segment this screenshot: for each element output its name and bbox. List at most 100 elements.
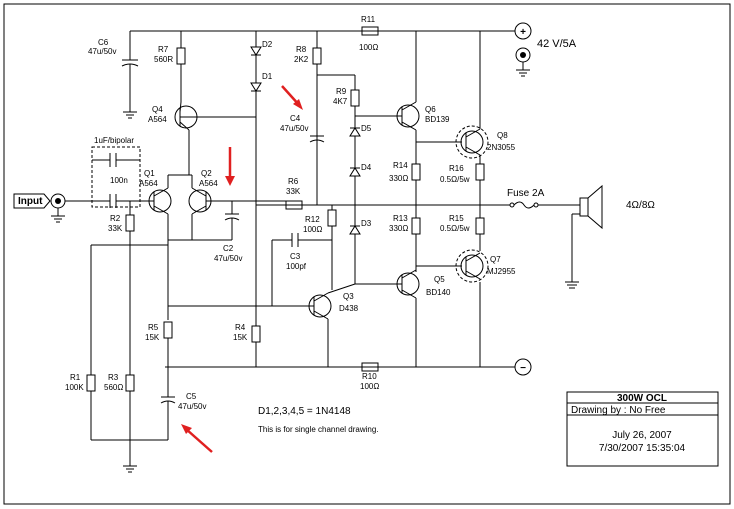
title-block-title: 300W OCL — [617, 393, 667, 404]
svg-text:R16: R16 — [449, 164, 464, 173]
svg-text:4K7: 4K7 — [333, 97, 348, 106]
positive-terminal: + 42 V/5A — [514, 22, 577, 77]
resistor-r6: R6 33K — [285, 177, 303, 210]
svg-text:R1: R1 — [70, 373, 81, 382]
diode-d3: D3 — [349, 219, 372, 284]
diode-d5: D5 — [349, 124, 372, 168]
svg-text:2K2: 2K2 — [294, 55, 309, 64]
svg-text:Q4: Q4 — [152, 105, 163, 114]
svg-text:1uF/bipolar: 1uF/bipolar — [94, 136, 134, 145]
diode-d4: D4 — [349, 163, 372, 226]
svg-text:Q5: Q5 — [434, 275, 445, 284]
svg-text:Q1: Q1 — [144, 169, 155, 178]
resistor-r16: R16 0.5Ω/5w — [440, 163, 485, 218]
resistor-r5: R5 15K — [145, 321, 173, 367]
red-arrow-icon — [281, 85, 303, 110]
transistor-q8: Q8 2N3055 — [455, 125, 516, 159]
resistor-r8: R8 2K2 — [294, 31, 322, 205]
svg-text:R11: R11 — [361, 15, 376, 24]
capacitor-c3: C3 100pf — [271, 233, 332, 306]
input-capacitor: 1uF/bipolar 100n — [91, 136, 150, 208]
svg-text:R15: R15 — [449, 214, 464, 223]
resistor-r3: R3 560Ω — [104, 245, 137, 473]
svg-text:330Ω: 330Ω — [389, 224, 408, 233]
svg-text:33K: 33K — [108, 224, 123, 233]
title-block-date: July 26, 2007 — [612, 430, 672, 441]
svg-text:Q2: Q2 — [201, 169, 212, 178]
svg-text:Q6: Q6 — [425, 105, 436, 114]
svg-text:MJ2955: MJ2955 — [487, 267, 516, 276]
speaker-icon: 4Ω/8Ω — [579, 184, 655, 230]
svg-text:100Ω: 100Ω — [360, 382, 379, 391]
drawing-border — [3, 3, 731, 505]
svg-text:Q8: Q8 — [497, 131, 508, 140]
resistor-r9: R9 4K7 — [333, 75, 360, 128]
svg-text:47u/50v: 47u/50v — [280, 124, 308, 133]
svg-text:100Ω: 100Ω — [303, 225, 322, 234]
svg-text:Q3: Q3 — [343, 292, 354, 301]
svg-text:15K: 15K — [145, 333, 160, 342]
svg-text:D4: D4 — [361, 163, 372, 172]
capacitor-c2: C2 47u/50v — [214, 201, 242, 263]
svg-text:47u/50v: 47u/50v — [178, 402, 206, 411]
transistor-q4: Q4 A564 — [148, 101, 256, 175]
svg-text:100K: 100K — [65, 383, 84, 392]
svg-text:R3: R3 — [108, 373, 119, 382]
svg-text:C6: C6 — [98, 38, 109, 47]
svg-text:C3: C3 — [290, 252, 301, 261]
svg-text:R8: R8 — [296, 45, 307, 54]
resistor-r11: R11 100Ω — [359, 15, 379, 52]
svg-text:15K: 15K — [233, 333, 248, 342]
svg-text:R14: R14 — [393, 161, 408, 170]
capacitor-c4: C4 47u/50v — [280, 114, 325, 143]
svg-text:Fuse 2A: Fuse 2A — [507, 188, 545, 199]
channel-note: This is for single channel drawing. — [258, 425, 379, 434]
svg-text:R13: R13 — [393, 214, 408, 223]
svg-text:R10: R10 — [362, 372, 377, 381]
svg-text:100Ω: 100Ω — [359, 43, 378, 52]
svg-text:2N3055: 2N3055 — [487, 143, 516, 152]
title-block-author: Drawing by : No Free — [571, 405, 666, 416]
svg-text:C5: C5 — [186, 392, 197, 401]
input-connector: Input — [13, 193, 66, 223]
svg-text:R4: R4 — [235, 323, 246, 332]
svg-text:R6: R6 — [288, 177, 299, 186]
resistor-r4: R4 15K — [233, 323, 261, 367]
diode-d2: D2 — [250, 31, 273, 56]
svg-text:C2: C2 — [223, 244, 234, 253]
transistor-q3: Q3 D438 — [308, 292, 359, 320]
title-block: 300W OCL Drawing by : No Free July 26, 2… — [566, 391, 719, 467]
resistor-r13: R13 330Ω — [389, 205, 421, 272]
svg-text:33K: 33K — [286, 187, 301, 196]
red-arrow-icon — [181, 424, 213, 453]
svg-text:A564: A564 — [148, 115, 167, 124]
svg-text:BD139: BD139 — [425, 115, 450, 124]
svg-text:Q7: Q7 — [490, 255, 501, 264]
diode-d1: D1 — [250, 55, 273, 326]
resistor-r15: R15 0.5Ω/5w — [440, 214, 485, 251]
title-block-datetime: 7/30/2007 15:35:04 — [599, 443, 686, 454]
svg-text:560Ω: 560Ω — [104, 383, 123, 392]
svg-text:R2: R2 — [110, 214, 121, 223]
svg-text:0.5Ω/5w: 0.5Ω/5w — [440, 175, 470, 184]
input-label: Input — [18, 196, 43, 207]
transistor-q1: Q1 A564 — [139, 169, 172, 215]
resistor-r14: R14 330Ω — [389, 142, 421, 205]
svg-text:330Ω: 330Ω — [389, 174, 408, 183]
red-arrow-icon — [225, 147, 235, 186]
resistor-r2: R2 33K — [108, 201, 135, 245]
svg-text:C4: C4 — [290, 114, 301, 123]
resistor-r7: R7 560R — [154, 31, 186, 102]
svg-text:BD140: BD140 — [426, 288, 451, 297]
capacitor-c5: C5 47u/50v — [160, 367, 206, 440]
supply-voltage-label: 42 V/5A — [537, 38, 577, 50]
svg-text:0.5Ω/5w: 0.5Ω/5w — [440, 224, 470, 233]
svg-text:+: + — [520, 27, 526, 38]
svg-text:100pf: 100pf — [286, 262, 307, 271]
svg-text:100n: 100n — [110, 176, 128, 185]
transistor-q7: Q7 MJ2955 — [455, 249, 516, 283]
svg-text:D438: D438 — [339, 304, 359, 313]
svg-text:D1: D1 — [262, 72, 273, 81]
svg-text:D2: D2 — [262, 40, 273, 49]
